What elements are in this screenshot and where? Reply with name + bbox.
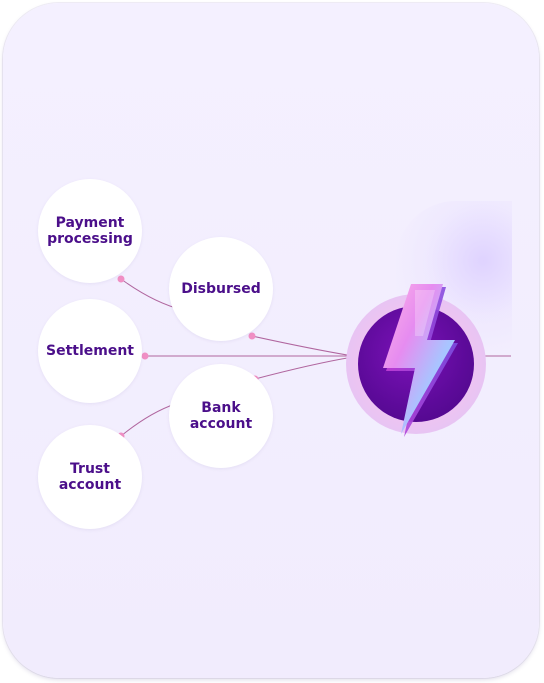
- connector-lines: [117, 275, 511, 440]
- node-label-line: account: [58, 477, 122, 493]
- node-bank-account: Bank account: [169, 364, 273, 468]
- node-label-line: processing: [47, 231, 133, 247]
- connector-dot-payment: [117, 275, 125, 283]
- node-trust-account: Trust account: [38, 425, 142, 529]
- node-label-line: Settlement: [46, 343, 134, 359]
- connector-bank-to-hub: [254, 356, 354, 380]
- node-disbursed: Disbursed: [169, 237, 273, 341]
- lightning-bolt-icon: [383, 284, 458, 437]
- connector-trust-to-bank: [120, 403, 176, 437]
- node-label-line: Disbursed: [181, 281, 261, 297]
- node-payment-processing: Payment processing: [38, 179, 142, 283]
- node-label-line: Bank: [201, 400, 241, 416]
- connector-dot-settlement: [141, 352, 149, 360]
- connector-disbursed-to-hub: [251, 335, 354, 357]
- node-label-line: Payment: [55, 215, 125, 231]
- connector-dot-disbursed: [248, 332, 256, 340]
- diagram-card: Payment processing Disbursed Settlement …: [3, 3, 539, 678]
- node-label-line: account: [189, 416, 253, 432]
- node-settlement: Settlement: [38, 299, 142, 403]
- node-label-line: Trust: [70, 461, 110, 477]
